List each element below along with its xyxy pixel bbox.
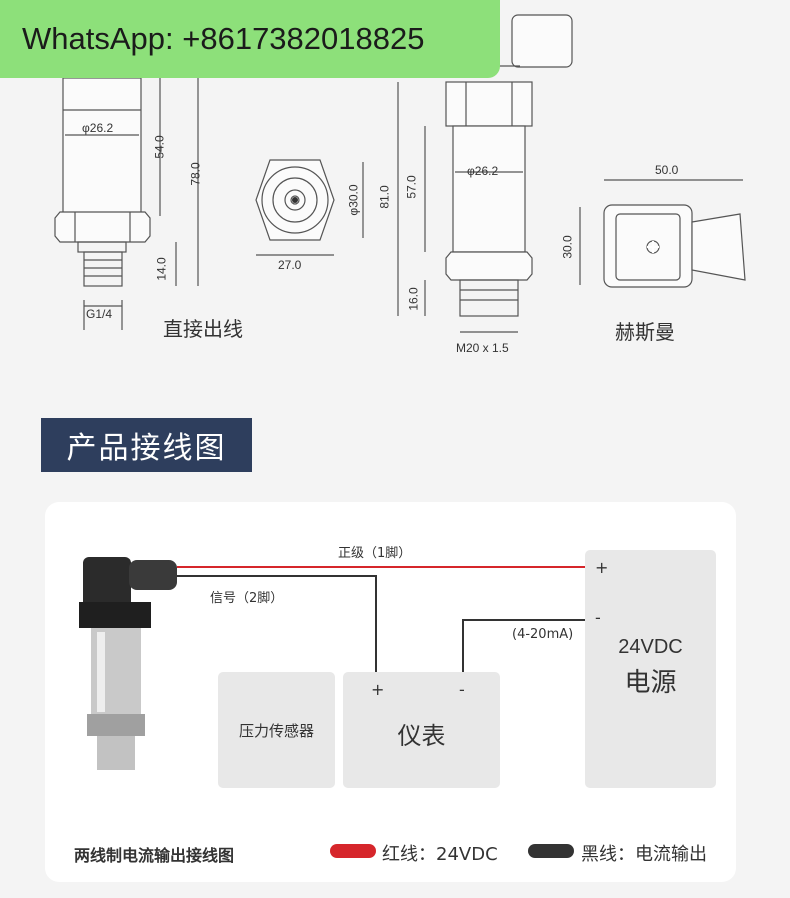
hex-width: 27.0 <box>278 258 302 272</box>
direct-caption: 直接出线 <box>163 317 243 341</box>
psu-plus: + <box>595 558 609 577</box>
direct-length-54: 54.0 <box>152 135 167 159</box>
meter-box: + - 仪表 <box>343 672 500 788</box>
psu-name: 电源 <box>624 668 677 698</box>
direct-thread: G1/4 <box>86 307 113 321</box>
direct-diameter: φ26.2 <box>82 121 114 135</box>
hirschmann-length-81: 81.0 <box>377 185 392 209</box>
hex-diameter: φ30.0 <box>346 184 361 216</box>
legend-red-label: 红线：24VDC <box>382 844 498 865</box>
legend-black-label: 黑线：电流输出 <box>581 844 707 865</box>
direct-thread-length: 14.0 <box>154 257 169 281</box>
wiring-lines <box>79 557 585 770</box>
hirschmann-length-57: 57.0 <box>404 175 419 199</box>
hirschmann-thread: M20 x 1.5 <box>456 341 509 355</box>
hirschmann-caption: 赫斯曼 <box>615 320 675 344</box>
signal-wire-label: 信号（2脚） <box>210 591 284 606</box>
pressure-sensor-box: 压力传感器 <box>218 672 335 788</box>
hirschmann-thread-length: 16.0 <box>406 287 421 311</box>
positive-wire-label: 正级（1脚） <box>338 546 412 561</box>
current-range-label: (4-20mA) <box>512 627 574 642</box>
section-title: 产品接线图 <box>41 418 252 472</box>
meter-minus: - <box>459 680 465 699</box>
whatsapp-text: WhatsApp: +8617382018825 <box>22 21 425 56</box>
direct-length-78: 78.0 <box>188 162 203 186</box>
whatsapp-contact-badge[interactable]: WhatsApp: +8617382018825 <box>0 0 500 78</box>
psu-voltage: 24VDC <box>618 636 683 658</box>
legend-black-swatch <box>528 844 574 858</box>
technical-drawings <box>54 14 746 333</box>
psu-minus: - <box>595 608 601 627</box>
connector-width: 50.0 <box>655 163 679 177</box>
legend-red-swatch <box>330 844 376 858</box>
sensor-box-label: 压力传感器 <box>238 722 314 740</box>
meter-plus: + <box>371 680 385 699</box>
footer-title: 两线制电流输出接线图 <box>74 846 235 865</box>
sensor-illustration <box>79 557 177 770</box>
black-wire-signal <box>177 575 377 672</box>
power-supply-box: + - 24VDC 电源 <box>585 550 716 788</box>
hirschmann-diameter: φ26.2 <box>467 164 499 178</box>
connector-height: 30.0 <box>560 235 575 259</box>
meter-box-label: 仪表 <box>397 722 446 750</box>
black-wire-current <box>462 619 585 672</box>
